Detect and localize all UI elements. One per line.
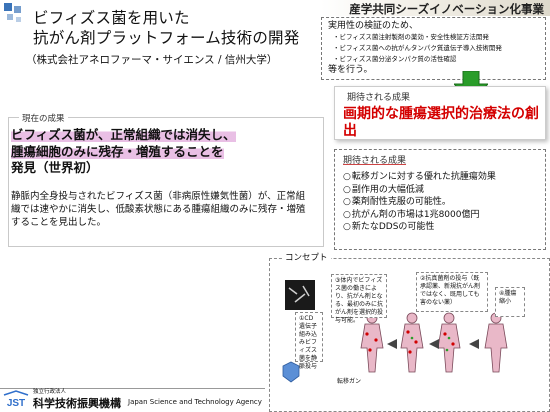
- result-item: 転移ガンに対する優れた抗腫瘍効果: [343, 171, 537, 184]
- verification-item: ビフィズス菌注射製剤の薬効・安全性検証方法開発: [328, 32, 539, 43]
- achievement-body: 静脈内全身投与されたビフィズス菌（非病原性嫌気性菌）が、正常組織では速やかに消失…: [11, 191, 306, 228]
- expected-results-label: 期待される成果: [343, 156, 407, 166]
- concept-figures: [282, 280, 508, 383]
- drug-markers: [410, 336, 451, 352]
- expected-results-box: 期待される成果 転移ガンに対する優れた抗腫瘍効果 副作用の大幅低減 薬剤耐性克服…: [334, 149, 546, 250]
- page-subtitle: （株式会社アネロファーマ・サイエンス / 信州大学）: [26, 54, 278, 66]
- agency-name-jp: 科学技術振興機構: [33, 397, 121, 410]
- result-item: 副作用の大幅低減: [343, 184, 537, 197]
- human-figure-1: [360, 312, 384, 373]
- concept-step-1: ①CD遺伝子組み込みビフィズス菌を静脈投与: [295, 312, 323, 370]
- flow-arrows: [387, 339, 479, 349]
- verification-list: ビフィズス菌注射製剤の薬効・安全性検証方法開発 ビフィズス菌への抗がんタンパク質…: [328, 32, 539, 65]
- current-achievements-label: 現在の成果: [19, 112, 68, 124]
- jst-logo-text: JST: [7, 398, 25, 409]
- result-item: 新たなDDSの可能性: [343, 221, 537, 234]
- verification-item: ビフィズス菌分泌タンパク質の活性確認: [328, 54, 539, 65]
- expected-outcome-highlight: 画期的な腫瘍選択的治療法の創出: [343, 106, 539, 139]
- concept-label: コンセプト: [282, 251, 331, 263]
- human-figure-2: [400, 312, 424, 373]
- expected-outcome-label: 期待される成果: [347, 93, 411, 103]
- agency-name-en: Japan Science and Technology Agency: [128, 398, 262, 406]
- achievement-line-3: 発見（世界初）: [11, 160, 99, 175]
- achievement-line-2: 腫瘍細胞のみに残存・増殖することを: [11, 143, 224, 159]
- result-item: 抗がん剤の市場は1兆8000億円: [343, 209, 537, 222]
- title-line-1: ビフィズス菌を用いた: [33, 9, 190, 27]
- concept-step-2: ②抗真菌剤の投与（既承認薬、新規抗がん剤ではなく、既用しても害のない薬）: [416, 272, 488, 312]
- verification-heading: 実用性の検証のため、: [328, 21, 419, 31]
- microscope-image: [285, 280, 315, 310]
- concept-step-4: ④腫瘍縮小: [495, 287, 525, 317]
- verification-box: 実用性の検証のため、 ビフィズス菌注射製剤の薬効・安全性検証方法開発 ビフィズス…: [321, 17, 546, 80]
- expected-results-list: 転移ガンに対する優れた抗腫瘍効果 副作用の大幅低減 薬剤耐性克服の可能性。 抗が…: [343, 171, 537, 234]
- tumor-markers: [365, 330, 455, 354]
- achievement-line-1: ビフィズス菌が、正常組織では消失し、: [11, 127, 236, 142]
- jst-logo: JST: [2, 389, 30, 411]
- logo-mark-icon: [4, 3, 21, 22]
- human-figure-3: [437, 312, 461, 373]
- footer-divider: [0, 388, 265, 389]
- verification-tail: 等を行う。: [328, 65, 373, 75]
- expected-outcome-card: 期待される成果 画期的な腫瘍選択的治療法の創出: [334, 86, 546, 140]
- shield-logo-icon: [282, 361, 300, 383]
- metastatic-cancer-label: 転移ガン: [337, 378, 362, 385]
- program-banner: 産学共同シーズイノベーション化事業: [321, 0, 550, 16]
- achievement-headline: ビフィズス菌が、正常組織では消失し、 腫瘍細胞のみに残存・増殖することを 発見（…: [11, 127, 311, 177]
- title-line-2: 抗がん剤プラットフォーム技術の開発: [33, 29, 300, 47]
- result-item: 薬剤耐性克服の可能性。: [343, 196, 537, 209]
- agency-type: 独立行政法人: [33, 389, 67, 395]
- concept-step-3: ③体内でビフィズス菌の働きにより、抗がん剤となる、最初のみに抗がん剤を選択的投与…: [331, 274, 387, 324]
- page-title: ビフィズス菌を用いた 抗がん剤プラットフォーム技術の開発: [33, 8, 299, 48]
- verification-item: ビフィズス菌への抗がんタンパク質遺伝子導入技術開発: [328, 43, 539, 54]
- banner-text: 産学共同シーズイノベーション化事業: [349, 2, 544, 16]
- human-figure-4: [484, 312, 508, 373]
